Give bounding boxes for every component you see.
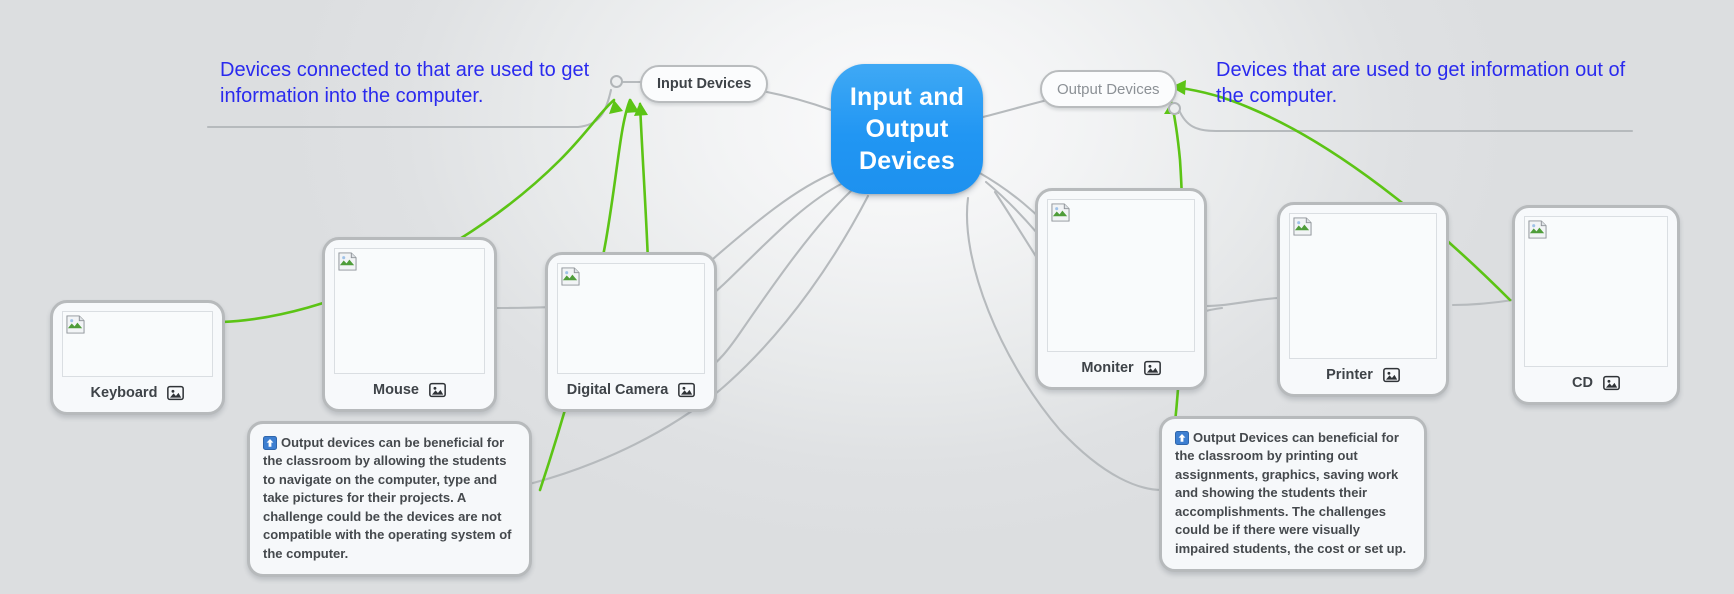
image-icon	[1603, 375, 1620, 391]
note-output-devices[interactable]: Output Devices can beneficial for the cl…	[1159, 416, 1427, 573]
node-output-devices[interactable]: Output Devices	[1040, 70, 1177, 108]
broken-image-icon	[338, 252, 357, 271]
wire-moniter-to-printer	[1203, 296, 1280, 308]
arrowhead-keyboard-to-input	[609, 100, 623, 114]
keyboard-caption: Keyboard	[53, 377, 222, 412]
input-annotation-text: Devices connected to that are used to ge…	[220, 59, 590, 107]
broken-image-icon	[1293, 217, 1312, 236]
digital-camera-thumbnail	[557, 263, 705, 374]
keyboard-thumbnail	[62, 311, 213, 377]
card-label-printer: Printer	[1326, 367, 1373, 383]
card-label-moniter: Moniter	[1081, 360, 1134, 376]
output-annotation-text: Devices that are used to get information…	[1216, 59, 1626, 107]
arrowhead-camera-to-input	[634, 102, 648, 116]
card-moniter[interactable]: Moniter	[1035, 188, 1207, 390]
card-printer[interactable]: Printer	[1277, 202, 1449, 397]
image-icon	[1382, 367, 1400, 383]
hub-dot-right[interactable]	[1168, 102, 1181, 115]
image-icon	[678, 382, 696, 398]
cd-caption: CD	[1515, 367, 1677, 402]
wire-printer-to-cd	[1451, 298, 1515, 307]
card-keyboard[interactable]: Keyboard	[50, 300, 225, 415]
mouse-thumbnail	[334, 248, 485, 374]
moniter-thumbnail	[1047, 199, 1195, 352]
image-icon	[429, 382, 446, 398]
arrow-camera-to-input	[638, 102, 650, 264]
note-arrow-icon	[1175, 431, 1189, 445]
card-label-cd: CD	[1572, 375, 1593, 391]
moniter-caption: Moniter	[1038, 352, 1204, 387]
card-mouse[interactable]: Mouse	[322, 237, 497, 412]
central-node[interactable]: Input and Output Devices	[831, 64, 983, 194]
note-output-text: Output Devices can beneficial for the cl…	[1175, 430, 1407, 556]
note-arrow-icon	[263, 436, 277, 450]
note-input-devices[interactable]: Output devices can be beneficial for the…	[247, 421, 532, 578]
hub-dot-left[interactable]	[610, 75, 623, 88]
card-label-mouse: Mouse	[373, 382, 419, 398]
broken-image-icon	[561, 267, 580, 286]
mouse-caption: Mouse	[325, 374, 494, 409]
node-input-devices[interactable]: Input Devices	[640, 65, 769, 103]
broken-image-icon	[66, 315, 85, 334]
image-icon	[167, 385, 185, 401]
image-icon	[1143, 360, 1161, 376]
card-digital-camera[interactable]: Digital Camera	[545, 252, 717, 412]
card-cd[interactable]: CD	[1512, 205, 1680, 405]
broken-image-icon	[1051, 203, 1070, 222]
printer-thumbnail	[1289, 213, 1437, 359]
cd-thumbnail	[1524, 216, 1668, 367]
digital-camera-caption: Digital Camera	[548, 374, 714, 409]
note-input-text: Output devices can be beneficial for the…	[263, 435, 512, 561]
arrowhead-mouse-to-input	[625, 99, 639, 113]
broken-image-icon	[1528, 220, 1547, 239]
card-label-keyboard: Keyboard	[90, 385, 158, 401]
card-label-digital-camera: Digital Camera	[566, 382, 669, 398]
wire-hub-to-right-annotation	[1177, 108, 1634, 133]
printer-caption: Printer	[1280, 359, 1446, 394]
